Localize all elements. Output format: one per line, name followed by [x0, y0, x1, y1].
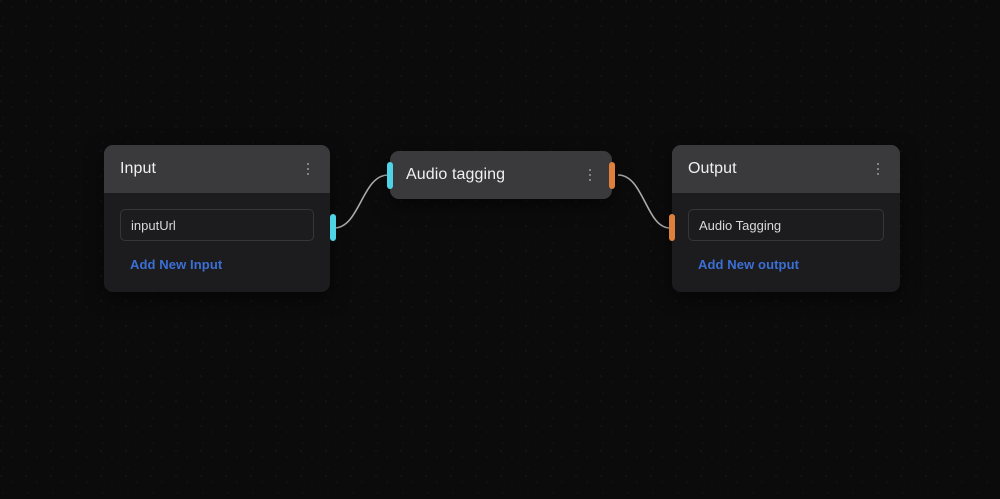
- node-input-body: inputUrl Add New Input: [104, 193, 330, 292]
- node-output[interactable]: Output Audio Tagging Add New output: [669, 145, 900, 292]
- kebab-dot: [876, 162, 880, 166]
- kebab-dot: [306, 162, 310, 166]
- output-field-audio-tagging-value: Audio Tagging: [699, 217, 782, 233]
- node-output-inner: Output Audio Tagging Add New output: [672, 145, 900, 292]
- kebab-dot: [588, 178, 592, 182]
- kebab-dot: [588, 173, 592, 177]
- kebab-dot: [876, 167, 880, 171]
- port-input-audio-node[interactable]: [387, 162, 393, 189]
- kebab-menu-icon[interactable]: [582, 166, 598, 184]
- node-input-inner: Input inputUrl Add New Input: [104, 145, 330, 292]
- edge-input-to-audio: [333, 174, 389, 229]
- input-field-inputurl[interactable]: inputUrl: [120, 209, 314, 241]
- node-audio-title: Audio tagging: [406, 166, 506, 183]
- kebab-dot: [306, 167, 310, 171]
- port-input-output-node[interactable]: [669, 214, 675, 241]
- node-input-header[interactable]: Input: [104, 145, 330, 193]
- kebab-dot: [876, 172, 880, 176]
- node-input-title: Input: [120, 160, 157, 177]
- node-input[interactable]: Input inputUrl Add New Input: [104, 145, 336, 292]
- port-output-audio-node[interactable]: [609, 162, 615, 189]
- kebab-menu-icon[interactable]: [870, 160, 886, 178]
- node-output-body: Audio Tagging Add New output: [672, 193, 900, 292]
- node-output-header[interactable]: Output: [672, 145, 900, 193]
- node-output-title: Output: [688, 160, 737, 177]
- node-audio-header[interactable]: Audio tagging: [390, 151, 612, 199]
- node-audio-tagging[interactable]: Audio tagging: [387, 151, 615, 199]
- port-output-input-node[interactable]: [330, 214, 336, 241]
- node-audio-inner: Audio tagging: [390, 151, 612, 199]
- kebab-dot: [588, 168, 592, 172]
- edge-audio-to-output: [617, 174, 671, 229]
- input-field-inputurl-value: inputUrl: [131, 217, 176, 233]
- add-new-output-link[interactable]: Add New output: [698, 257, 800, 272]
- kebab-dot: [306, 172, 310, 176]
- kebab-menu-icon[interactable]: [300, 160, 316, 178]
- add-new-input-link[interactable]: Add New Input: [130, 257, 223, 272]
- output-field-audio-tagging[interactable]: Audio Tagging: [688, 209, 884, 241]
